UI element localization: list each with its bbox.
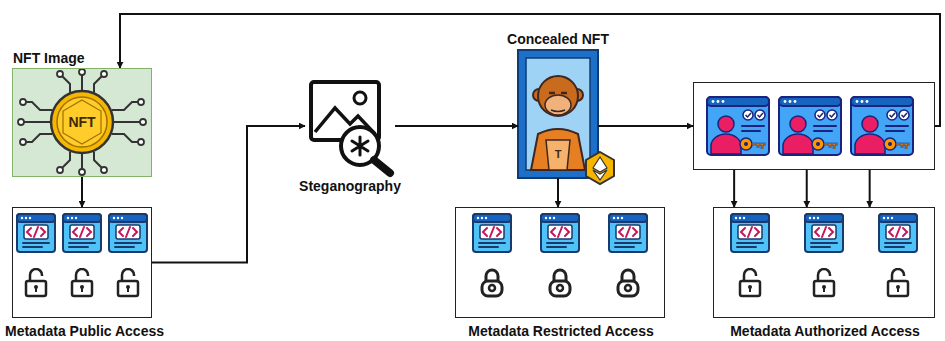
open-lock	[118, 269, 138, 296]
node-heading: Metadata Restricted Access	[468, 322, 653, 340]
metadata-box: Metadata Authorized Access	[713, 207, 935, 318]
closed-lock	[550, 270, 570, 296]
flow-arrow	[806, 170, 808, 207]
code-card	[17, 214, 55, 252]
coin-face	[57, 97, 107, 147]
magnifier-handle	[374, 160, 390, 173]
flow-arrow	[598, 125, 693, 127]
closed-lock	[618, 270, 638, 296]
user-key-card	[779, 97, 841, 155]
asterisk	[352, 137, 368, 155]
closed-lock	[482, 270, 502, 296]
sun	[354, 92, 366, 104]
authorization-box	[693, 82, 935, 170]
circuit-pads	[18, 69, 146, 175]
code-card	[879, 214, 917, 252]
flow-arrow	[557, 178, 559, 207]
node-heading: Metadata Public Access	[5, 322, 164, 340]
flow-arrow	[733, 170, 735, 207]
heading-text: Metadata Restricted Access	[468, 323, 653, 339]
node-heading: Metadata Authorized Access	[730, 322, 920, 340]
metadata-box: Metadata Public Access	[12, 207, 152, 318]
process-icon: Steganography	[305, 78, 395, 174]
restricted-metadata-icons	[473, 214, 647, 296]
flow-arrow	[152, 126, 305, 263]
flow-arrow	[395, 125, 518, 127]
open-lock	[740, 269, 760, 296]
open-lock	[888, 269, 908, 296]
user-key-card	[851, 97, 913, 155]
ape-eyes	[549, 92, 567, 95]
code-card	[731, 214, 769, 252]
node-heading: NFT Image	[13, 49, 85, 67]
authorized-metadata-icons	[731, 214, 917, 296]
circuit-traces	[24, 75, 140, 169]
open-lock	[72, 269, 92, 296]
heading-text: Metadata Authorized Access	[730, 323, 920, 339]
ape-shirt	[546, 140, 570, 170]
ethereum-logo	[593, 157, 607, 180]
ape-face	[545, 95, 571, 115]
heading-text: NFT Image	[13, 50, 85, 66]
code-card	[541, 214, 579, 252]
coin-hexagon	[63, 100, 101, 144]
public-metadata-icons	[17, 214, 147, 296]
heading-text: Metadata Public Access	[5, 323, 164, 339]
code-card	[473, 214, 511, 252]
frame-outer	[518, 50, 598, 178]
open-lock	[814, 269, 834, 296]
coin-text: NFT	[68, 113, 95, 131]
shirt-letter: T	[555, 144, 562, 162]
heading-text: Concealed NFT	[507, 31, 609, 47]
flow-arrow	[869, 170, 871, 207]
image-ground	[12, 68, 152, 177]
metadata-box: Metadata Restricted Access	[455, 207, 665, 318]
authorization-icons	[707, 97, 913, 155]
code-card	[63, 214, 101, 252]
node-heading: Steganography	[299, 177, 401, 195]
frame-inner	[526, 58, 590, 170]
nft-circuit-image	[12, 68, 152, 177]
code-card	[805, 214, 843, 252]
open-lock	[26, 269, 46, 296]
code-card	[609, 214, 647, 252]
user-key-card	[707, 97, 769, 155]
label-text: NFT	[68, 114, 95, 130]
ape-head	[538, 76, 578, 116]
ape-body	[531, 129, 585, 170]
concealed-nft-picture	[518, 50, 614, 184]
coin-rim	[51, 91, 113, 153]
node-heading: Concealed NFT	[507, 30, 609, 48]
ethereum-badge	[586, 152, 614, 184]
ape-mouth	[551, 110, 565, 112]
flow-arrow	[81, 177, 83, 207]
steganography-icon	[311, 82, 390, 173]
code-card	[109, 214, 147, 252]
heading-text: Steganography	[299, 178, 401, 194]
label-text: T	[555, 148, 562, 160]
flow-arrow	[120, 14, 940, 126]
